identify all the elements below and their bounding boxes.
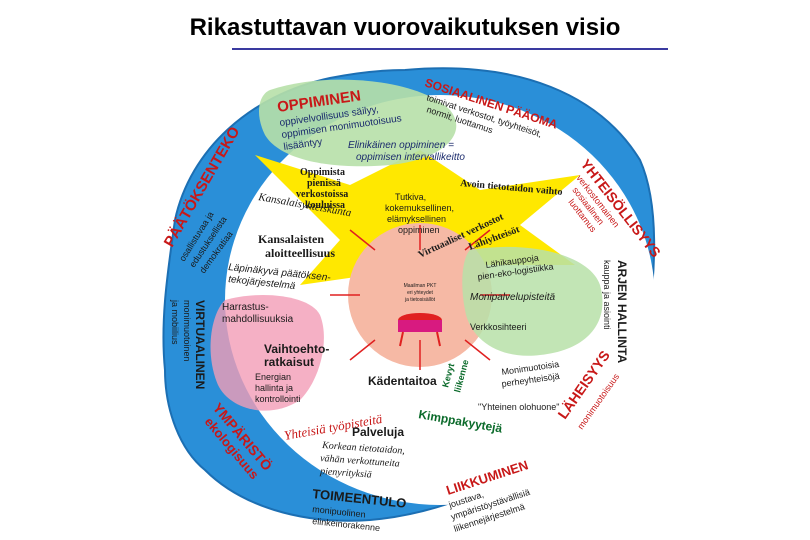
label-vaihtoehto-1: Vaihtoehto- — [264, 342, 329, 356]
label-central-caption-3: ja tietosisällöt — [404, 297, 436, 303]
label-virtuaalinen: VIRTUAALINEN — [193, 300, 207, 389]
label-virt-sub1: monimuotoinen — [182, 300, 192, 362]
label-harrastus-1: Harrastus- — [222, 302, 269, 313]
peach-center-circle — [348, 223, 492, 367]
label-arjen-hallinta: ARJEN HALLINTA — [615, 260, 629, 363]
label-tutkiva-2: kokemuksellinen, — [385, 203, 454, 213]
label-tutkiva-3: elämyksellinen — [387, 214, 446, 224]
label-vaihtoehto-2: ratkaisut — [264, 355, 314, 369]
label-energian-3: kontrollointi — [255, 394, 301, 404]
page-title: Rikastuttavan vuorovaikutuksen visio — [189, 14, 621, 41]
label-oppimista-1: Oppimista — [300, 167, 345, 178]
label-yhteinen-olohuone: "Yhteinen olohuone" — [478, 402, 559, 412]
green-right-blob — [462, 246, 603, 356]
label-oppimista-4: kouluissa — [305, 200, 345, 211]
label-arjen-sub: kauppa ja asiointi — [602, 260, 612, 330]
label-energian-2: hallinta ja — [255, 383, 293, 393]
label-korkean-3: pienyrityksiä — [319, 466, 372, 481]
light-green-top-blob — [258, 79, 457, 167]
label-verkkosihteeri: Verkkosihteeri — [470, 322, 527, 332]
central-device-icon — [398, 313, 442, 347]
label-central-caption-2: eri yhteydet — [407, 290, 433, 296]
label-tutkiva-1: Tutkiva, — [395, 192, 426, 202]
label-harrastus-2: mahdollisuuksia — [222, 314, 294, 325]
label-elinikainen-1: Elinikäinen oppiminen = — [348, 140, 454, 151]
label-monipalvelu: Monipalvelupisteitä — [470, 292, 555, 303]
label-energian-1: Energian — [255, 372, 291, 382]
label-virt-sub2: ja mobiilius — [170, 299, 180, 345]
label-central-caption-1: Maailman PKT — [404, 283, 437, 289]
title-underline — [232, 48, 668, 50]
label-kansalaisten-1: Kansalaisten — [258, 232, 324, 246]
label-oppimista-2: pienissä — [307, 178, 341, 189]
pink-left-blob — [210, 295, 324, 411]
label-elinikainen-2: oppimisen intervallikeitto — [356, 152, 465, 163]
label-palveluja: Palveluja — [352, 425, 404, 439]
label-oppiminen-sub3: lisääntyy — [283, 137, 323, 153]
label-tutkiva-4: oppiminen — [398, 225, 440, 235]
label-oppimista-3: verkostoissa — [296, 189, 348, 200]
spokes — [330, 225, 510, 370]
label-kansalaisten-2: aloitteellisuus — [265, 246, 335, 260]
label-kadentaitoa: Kädentaitoa — [368, 374, 437, 388]
